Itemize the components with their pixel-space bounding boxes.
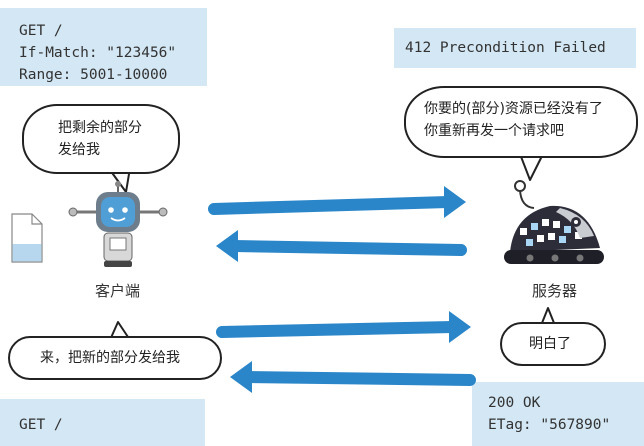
request-note: GET / If-Match: "123456" Range: 5001-100… [0,8,207,86]
response-etag: ETag: "567890" [488,417,611,433]
bubble-tail-server-1 [519,151,545,181]
server-speech-bubble-1: 你要的(部分)资源已经没有了 你重新再发一个请求吧 [404,86,638,158]
client-label: 客户端 [95,282,141,300]
client-speech-bubble-1: 把剩余的部分 发给我 [22,104,180,174]
document-icon [11,213,43,263]
client-speech-bubble-2: 来，把新的部分发给我 [8,336,222,380]
request-line-method: GET / [19,23,63,39]
client-bubble-2-text: 来，把新的部分发给我 [40,350,180,366]
request-line-range: Range: 5001-10000 [19,67,168,83]
bubble-tail-client-2 [109,321,131,341]
arrow-request-2 [216,311,471,343]
response-note: 412 Precondition Failed [394,28,636,68]
robot-icon [68,181,168,267]
client-bubble-1-line-2: 发给我 [58,142,100,158]
server-speech-bubble-2: 明白了 [500,322,606,366]
server-bubble-1-line-2: 你重新再发一个请求吧 [424,123,564,139]
arrow-request-1 [208,186,466,218]
server-robot-icon [504,180,604,264]
response-status-412: 412 Precondition Failed [405,40,606,56]
response-note-2: 200 OK ETag: "567890" [472,382,644,446]
server-bubble-2-text: 明白了 [529,336,571,352]
response-status-200: 200 OK [488,395,541,411]
server-label: 服务器 [532,282,578,300]
client-bubble-1-line-1: 把剩余的部分 [58,120,142,136]
server-bubble-1-line-1: 你要的(部分)资源已经没有了 [424,101,603,117]
request-note-2: GET / [0,399,205,446]
request-line-get: GET / [19,417,63,433]
arrow-response-2 [230,361,476,393]
arrow-response-1 [216,230,467,262]
request-line-if-match: If-Match: "123456" [19,45,177,61]
